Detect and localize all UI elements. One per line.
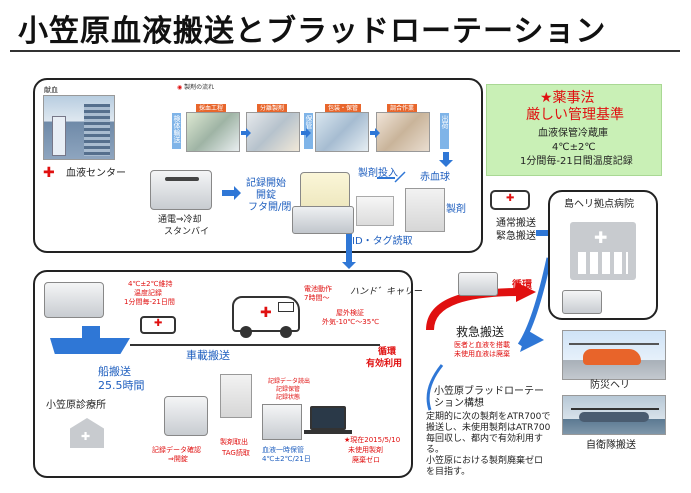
normal-transport-label: 通常搬送 bbox=[496, 218, 536, 229]
cooler-box-5 bbox=[458, 272, 498, 296]
record-store-label: 記録保管 bbox=[276, 386, 301, 393]
maintain-label: 4℃±2℃維持 bbox=[128, 280, 173, 288]
product-input-label: 製剤投入 bbox=[358, 168, 398, 179]
cooler-box-3 bbox=[44, 282, 104, 318]
concept-line-4: る。 bbox=[426, 445, 445, 455]
regulation-line-1: 血液保管冷蔵庫 bbox=[538, 128, 608, 139]
process-photo-3 bbox=[315, 112, 369, 152]
process-photo-4 bbox=[376, 112, 430, 152]
remove-label: 製剤取出 bbox=[220, 438, 248, 446]
concept-line-6: を目指す。 bbox=[426, 467, 471, 477]
laptop-base bbox=[304, 430, 352, 434]
process-photo-2 bbox=[246, 112, 300, 152]
standby-label: スタンバイ bbox=[164, 227, 210, 237]
ship-transport-label-2: 25.5時間 bbox=[98, 379, 145, 392]
doctor-label: 医者と血液を搭載 bbox=[454, 341, 510, 349]
heli-label: 防災ヘリ bbox=[590, 380, 630, 391]
blood-bag-photo-2 bbox=[220, 374, 252, 418]
step-chip-3: 出荷 bbox=[440, 113, 449, 149]
now-label-1: ★現在2015/5/10 bbox=[344, 436, 401, 444]
step-head-2: 分離製剤 bbox=[257, 104, 288, 113]
blood-center-building-photo bbox=[43, 95, 115, 160]
helicopter-photo bbox=[562, 330, 666, 380]
blood-bag-photo bbox=[356, 196, 394, 226]
seaplane-label: 自衛隊搬送 bbox=[586, 440, 636, 451]
regulation-line-3: 1分間毎-21日間温度記録 bbox=[520, 156, 633, 167]
step-head-4: 調合作業 bbox=[387, 104, 418, 113]
ship-cabin bbox=[82, 326, 100, 338]
fridge-icon bbox=[262, 404, 302, 440]
ship-waterline bbox=[130, 344, 380, 346]
regulation-title-1: ★薬事法 bbox=[540, 90, 595, 106]
hospital-building-icon: ✚ bbox=[570, 222, 636, 280]
blood-donation-label: 献血 bbox=[44, 86, 58, 94]
concept-line-3: 毎回収し、都内で有効利用す bbox=[426, 434, 544, 444]
concept-body: 定期的に次の製剤をATR700で 搬送し、未使用製剤はATR700 毎回収し、都… bbox=[426, 412, 550, 478]
outdoor-label-2: 外気-10℃～35℃ bbox=[322, 318, 380, 326]
record-start-label: 記録開始 bbox=[246, 178, 286, 189]
concept-line-1: 定期的に次の製剤をATR700で bbox=[426, 412, 551, 422]
process-photo-1 bbox=[186, 112, 240, 152]
clinic-label: 小笠原診療所 bbox=[46, 400, 106, 411]
vehicle-transport-label: 車載搬送 bbox=[186, 349, 230, 362]
ambulance-icon-bottom: ✚ bbox=[140, 316, 176, 334]
ship-transport-label-1: 船搬送 bbox=[98, 365, 131, 378]
seaplane-photo bbox=[562, 395, 666, 435]
concept-line-5: 小笠原における製剤廃棄ゼロ bbox=[426, 456, 544, 466]
van-wheel-1 bbox=[240, 326, 252, 338]
temp-store-label-1: 血液一時保管 bbox=[262, 446, 304, 454]
regulation-line-2: 4℃±2℃ bbox=[552, 142, 596, 153]
flow-dot-icon: ◉ bbox=[177, 84, 183, 91]
hospital-label: 島ヘリ拠点病院 bbox=[564, 199, 634, 210]
rbc-label-2: 製剤 bbox=[446, 204, 466, 215]
ambulance-icon-top: ✚ bbox=[490, 190, 530, 210]
unlock-label: ⇒開錠 bbox=[168, 455, 188, 463]
battery-label-1: 電池動作 bbox=[304, 285, 332, 293]
laptop-icon bbox=[310, 406, 346, 430]
cooler-box-2-base bbox=[292, 206, 354, 234]
concept-title-2: ション構想 bbox=[434, 398, 484, 409]
effective-use-label: 有効利用 bbox=[366, 359, 403, 369]
emergency-transport-title: 救急搬送 bbox=[456, 325, 505, 339]
title-underline bbox=[10, 50, 680, 52]
temp-record-label: 温度記録 bbox=[134, 289, 162, 297]
id-tag-label: ID・タグ読取 bbox=[352, 236, 413, 247]
blood-center-label: 血液センター bbox=[66, 168, 126, 179]
outdoor-label-1: 屋外検証 bbox=[336, 309, 364, 317]
page-title: 小笠原血液搬送とブラッドローテーション bbox=[18, 14, 607, 49]
now-label-2: 未使用製剤 bbox=[348, 446, 383, 454]
hand-carry-label: ハンド゛キャリー bbox=[350, 287, 423, 297]
rbc-label: 赤血球 bbox=[420, 172, 450, 183]
regulation-title-2: 厳しい管理基準 bbox=[526, 107, 624, 123]
record-verify-label: 記録状態 bbox=[276, 394, 301, 401]
concept-title-1: 小笠原ブラッドローテー bbox=[434, 386, 544, 397]
circulate-label-bottom: 循環 bbox=[378, 347, 397, 357]
temp-store-label-2: 4℃±2℃/21日 bbox=[262, 455, 311, 463]
opening-label: 開錠 bbox=[256, 190, 276, 201]
every-min-label: 1分間毎-21日間 bbox=[124, 298, 175, 306]
ship-icon bbox=[50, 338, 130, 354]
step-head-3: 包装・保管 bbox=[325, 104, 362, 113]
record-check-label: 記録データ確認 bbox=[152, 446, 201, 454]
circulate-label-right: 循環 bbox=[512, 280, 532, 291]
flow-header: ◉ 製剤の流れ bbox=[177, 84, 215, 91]
power-on-label: 通電⇒冷却 bbox=[158, 215, 202, 225]
step-head-1: 採血工程 bbox=[196, 104, 227, 113]
hospital-cooler bbox=[562, 290, 602, 314]
now-label-3: 廃棄ゼロ bbox=[352, 456, 380, 464]
van-wheel-2 bbox=[280, 326, 292, 338]
cooler-box-4 bbox=[164, 396, 208, 436]
lid-label: フタ開/閉 bbox=[248, 202, 292, 213]
unused-label: 未使用血液は廃棄 bbox=[454, 350, 510, 358]
regulation-box bbox=[486, 84, 662, 176]
cooler-box-1 bbox=[150, 170, 212, 210]
data-read-label: 記録データ読出 bbox=[268, 378, 311, 385]
emergency-transport-label: 緊急搬送 bbox=[496, 231, 536, 242]
battery-label-2: 7時間～ bbox=[304, 294, 330, 302]
red-cross-icon: ✚ bbox=[43, 165, 55, 181]
step-chip-1: 検体輸送 bbox=[172, 113, 181, 149]
rbc-bag-photo bbox=[405, 188, 445, 232]
concept-line-2: 搬送し、未使用製剤はATR700 bbox=[426, 423, 551, 433]
tag-read-label: TAG読取 bbox=[222, 449, 250, 457]
